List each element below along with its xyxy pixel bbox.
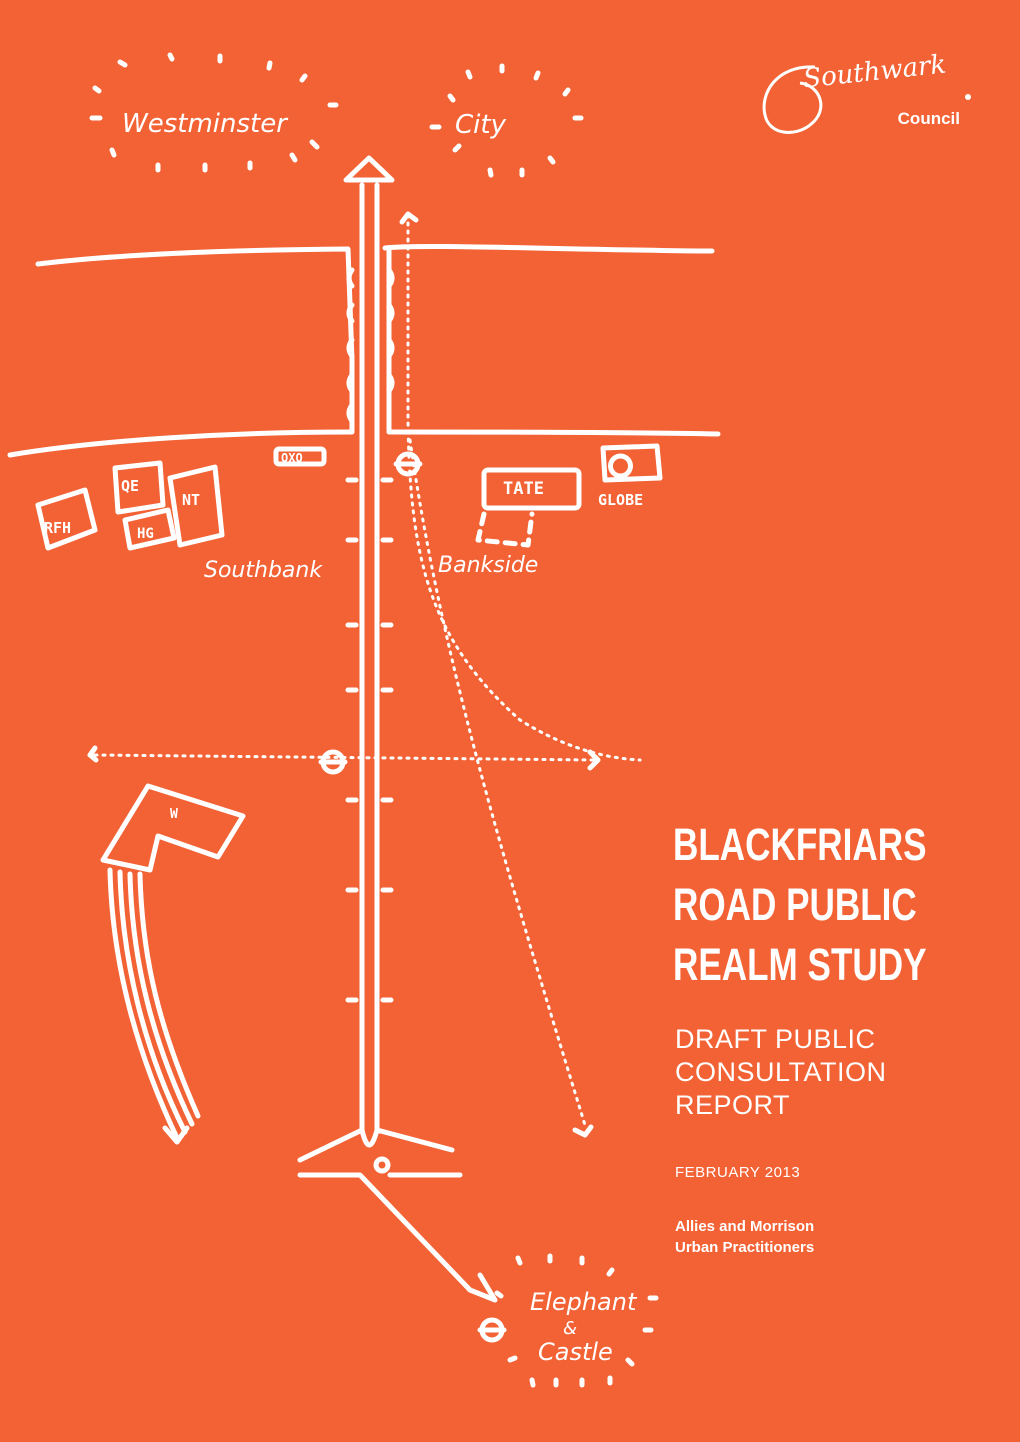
label-southbank: Southbank (204, 558, 323, 583)
oxo-building (273, 446, 327, 467)
label-oxo: OXO (281, 451, 303, 465)
tate-building (481, 467, 582, 511)
bridge-piers-west (346, 267, 355, 424)
logo-swoosh-icon (762, 65, 971, 134)
curved-arrow-lines (107, 867, 201, 1143)
label-elephant: Elephant (530, 1288, 638, 1316)
westminster-sparkles (89, 52, 339, 173)
river-north-bank-east (382, 243, 715, 433)
label-qe: QE (121, 477, 139, 495)
w-building (100, 783, 246, 873)
subtitle-line-2: CONSULTATION (675, 1057, 887, 1087)
label-hg: HG (137, 526, 154, 542)
rfh-building (35, 487, 98, 551)
title-line-2: ROAD PUBLIC (673, 879, 917, 930)
report-authors: Allies and Morrison Urban Practitioners (675, 1216, 814, 1258)
tube-southwark-icon (318, 749, 348, 775)
author-line-2: Urban Practitioners (675, 1239, 815, 1256)
report-subtitle: DRAFT PUBLIC CONSULTATION REPORT (675, 1023, 887, 1122)
tate-extension (475, 511, 535, 548)
tube-elephant-icon (477, 1317, 507, 1343)
label-w: W (170, 807, 178, 822)
label-city: City (455, 110, 507, 140)
elephant-sparkles (494, 1253, 659, 1388)
title-line-3: REALM STUDY (673, 939, 927, 990)
elephant-junction (297, 1127, 473, 1293)
river-south-bank-west (7, 429, 355, 458)
river-south-bank-east (386, 429, 721, 437)
label-nt: NT (182, 491, 200, 509)
label-rfh: RFH (44, 519, 71, 537)
tube-blackfriars-icon (393, 451, 423, 477)
city-sparkles (429, 63, 584, 178)
label-bankside: Bankside (438, 553, 538, 578)
globe-building (600, 443, 663, 483)
nt-building (167, 464, 225, 548)
river-north-bank-west (35, 246, 355, 433)
label-ampersand: & (563, 1318, 577, 1339)
southwark-council-logo: Southwark Council (755, 50, 980, 150)
report-title: BLACKFRIARS ROAD PUBLIC REALM STUDY (673, 815, 993, 995)
subtitle-line-3: REPORT (675, 1090, 791, 1120)
label-globe: GLOBE (598, 491, 643, 509)
author-line-1: Allies and Morrison (675, 1218, 815, 1235)
bridge-piers-east (386, 267, 395, 394)
dotted-route-south (408, 438, 587, 1127)
dotted-route-arrowheads (87, 211, 601, 1138)
logo-council-word: Council (897, 109, 960, 128)
junction-roundabout (373, 1156, 391, 1174)
hg-building (122, 507, 177, 551)
subtitle-line-1: DRAFT PUBLIC (675, 1024, 876, 1054)
road-to-elephant-arrow (467, 1272, 498, 1303)
label-westminster: Westminster (122, 109, 289, 139)
title-line-1: BLACKFRIARS (673, 819, 927, 870)
report-date: FEBRUARY 2013 (675, 1164, 801, 1181)
qe-building (112, 460, 166, 515)
label-tate: TATE (503, 479, 544, 499)
curved-arrowhead (162, 1125, 190, 1145)
road-north-arrow (343, 155, 395, 183)
label-castle: Castle (538, 1338, 613, 1366)
dotted-route-eastwest (93, 753, 597, 762)
side-street-ticks (345, 477, 394, 1003)
